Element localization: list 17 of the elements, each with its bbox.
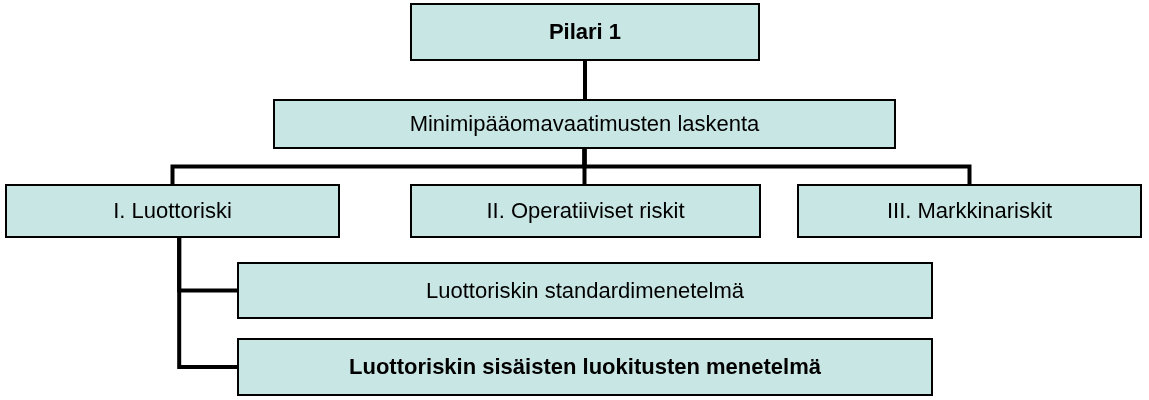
process-box <box>237 338 933 396</box>
connector-line <box>582 149 972 184</box>
process-box <box>410 184 761 238</box>
process-box <box>410 3 760 61</box>
box-label: I. Luottoriski <box>113 198 232 224</box>
connector-line <box>583 61 587 99</box>
connector-line <box>177 238 237 369</box>
box-label: II. Operatiiviset riskit <box>486 198 685 224</box>
process-box <box>797 184 1142 238</box>
box-label: Luottoriskin standardimenetelmä <box>426 277 744 304</box>
box-label: Luottoriskin sisäisten luokitusten menetelmä <box>349 354 821 380</box>
process-box <box>5 184 340 238</box>
box-label: III. Markkinariskit <box>887 198 1052 224</box>
process-box <box>237 262 933 319</box>
box-label: Pilari 1 <box>548 19 622 45</box>
box-label: Minimipääomavaatimusten laskenta <box>409 111 760 137</box>
process-box <box>273 99 896 149</box>
